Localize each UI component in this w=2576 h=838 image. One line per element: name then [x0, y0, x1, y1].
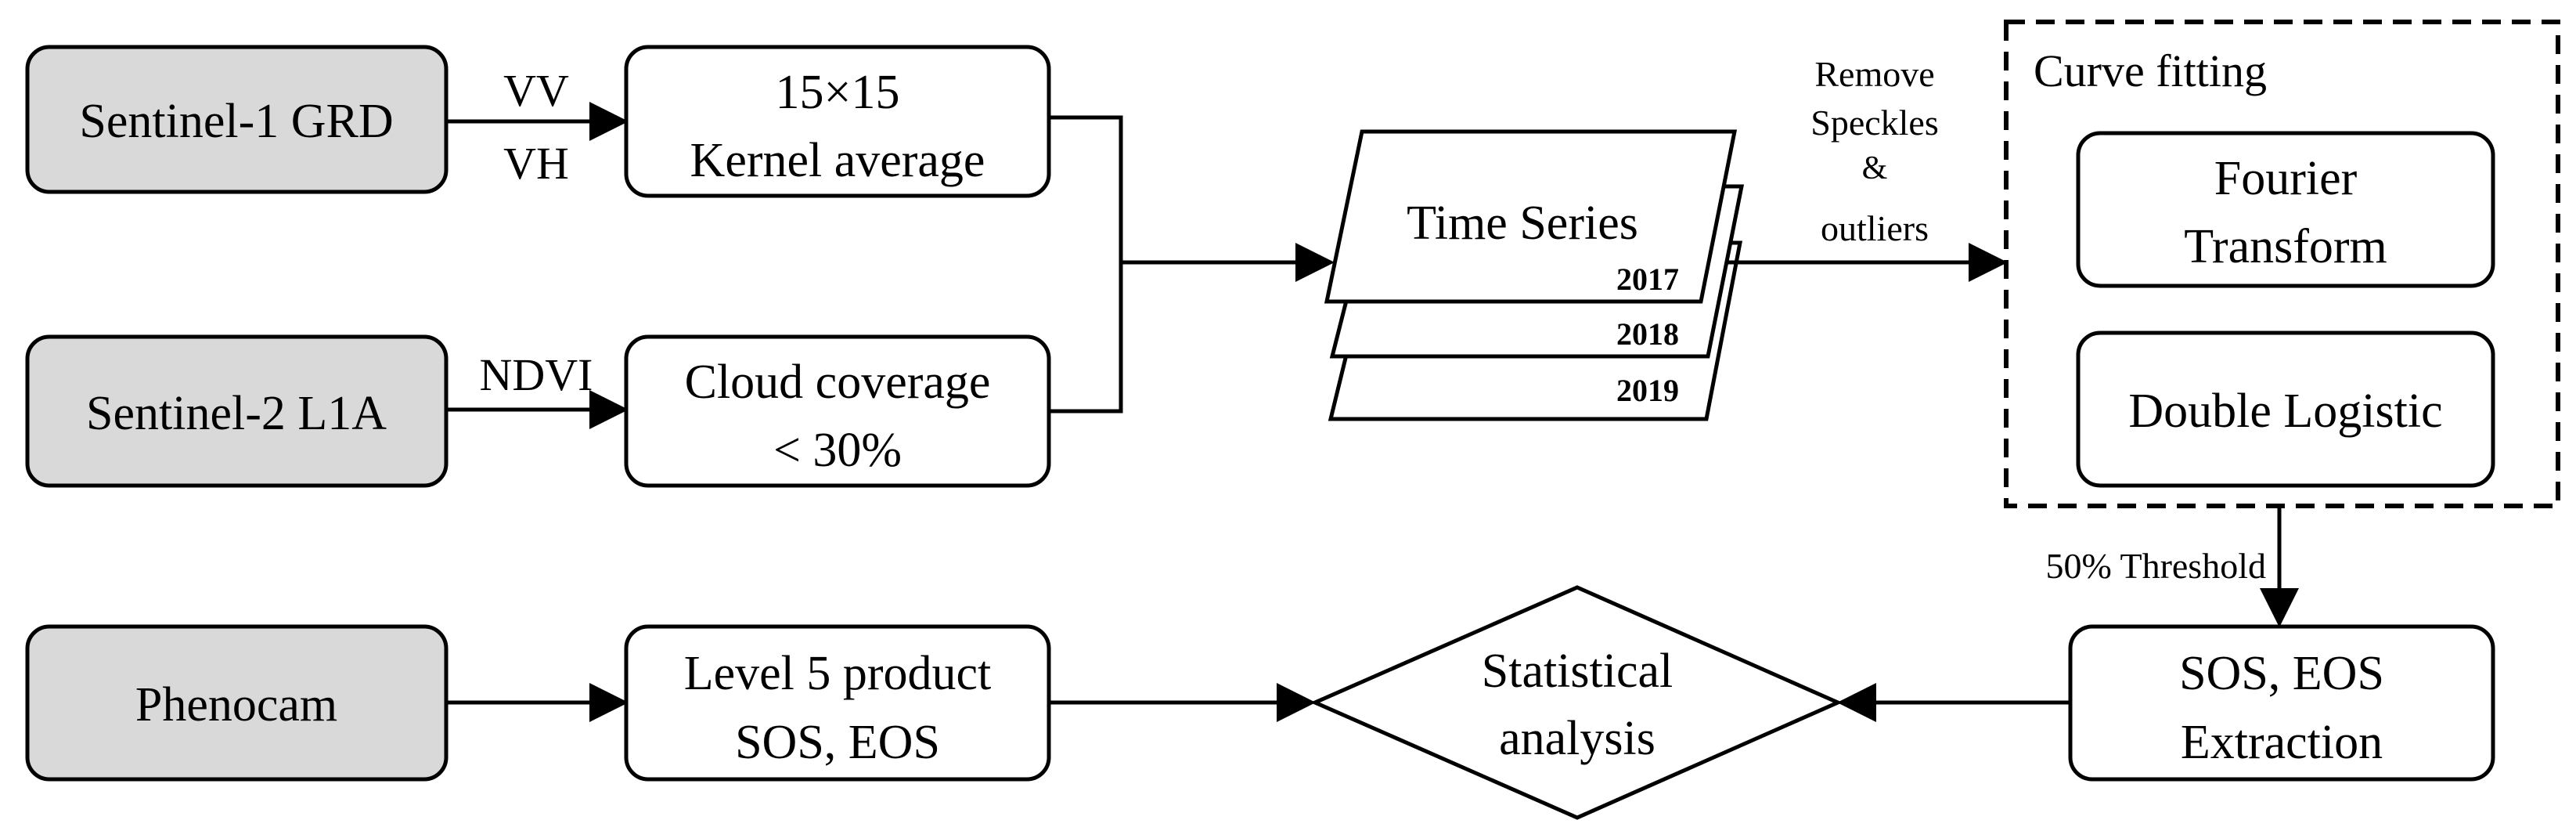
year-2019: 2019	[1616, 373, 1679, 408]
remove-label-1: Remove	[1814, 54, 1934, 94]
vh-label: VH	[503, 138, 569, 189]
cloud-line2: < 30%	[773, 424, 902, 477]
level5-line1: Level 5 product	[684, 647, 992, 700]
timeseries-title: Time Series	[1407, 197, 1638, 250]
sentinel1-source-box: Sentinel-1 GRD	[25, 45, 449, 194]
sentinel2-label: Sentinel-2 L1A	[86, 387, 387, 440]
decision-line2: analysis	[1499, 712, 1655, 765]
remove-label-2: Speckles	[1810, 103, 1939, 143]
phenocam-label: Phenocam	[135, 678, 337, 731]
threshold-label: 50% Threshold	[2045, 546, 2266, 586]
year-2017: 2017	[1616, 262, 1679, 297]
kernel-merge-connector	[1049, 115, 1123, 414]
kernel-line2: Kernel average	[690, 134, 985, 187]
timeseries-2017-sheet	[1324, 129, 1738, 304]
phenocam-source-box: Phenocam	[25, 624, 449, 782]
fourier-line2: Transform	[2184, 220, 2387, 273]
double-logistic-label: Double Logistic	[2128, 385, 2442, 438]
cloud-coverage-box: Cloud coverage < 30%	[624, 334, 1051, 488]
level5-product-box: Level 5 product SOS, EOS	[624, 624, 1051, 782]
time-series-stack: Time Series 2017 2018 2019	[1324, 129, 1745, 421]
cloud-line1: Cloud coverage	[685, 356, 991, 409]
remove-label-3: &	[1862, 150, 1888, 186]
decision-line1: Statistical	[1482, 645, 1673, 698]
sos-line2: Extraction	[2181, 716, 2383, 769]
fourier-line1: Fourier	[2214, 152, 2358, 205]
sos-line1: SOS, EOS	[2179, 647, 2384, 700]
fourier-transform-box: Fourier Transform	[2076, 131, 2495, 288]
kernel-average-box: 15×15 Kernel average	[624, 45, 1051, 198]
statistical-analysis-decision: Statistical analysis	[1310, 585, 1843, 820]
remove-label-4: outliers	[1821, 208, 1929, 248]
curve-fitting-title: Curve fitting	[2034, 45, 2267, 96]
level5-line2: SOS, EOS	[735, 716, 940, 769]
vv-label: VV	[503, 65, 569, 116]
double-logistic-box: Double Logistic	[2076, 331, 2495, 488]
curve-fitting-group: Curve fitting Fourier Transform Double L…	[2004, 20, 2560, 508]
sentinel1-label: Sentinel-1 GRD	[79, 95, 393, 148]
year-2018: 2018	[1616, 316, 1679, 352]
sos-eos-extraction-box: SOS, EOS Extraction	[2068, 624, 2495, 782]
sentinel2-source-box: Sentinel-2 L1A	[25, 334, 449, 488]
ndvi-label: NDVI	[480, 349, 593, 400]
kernel-line1: 15×15	[776, 66, 900, 119]
